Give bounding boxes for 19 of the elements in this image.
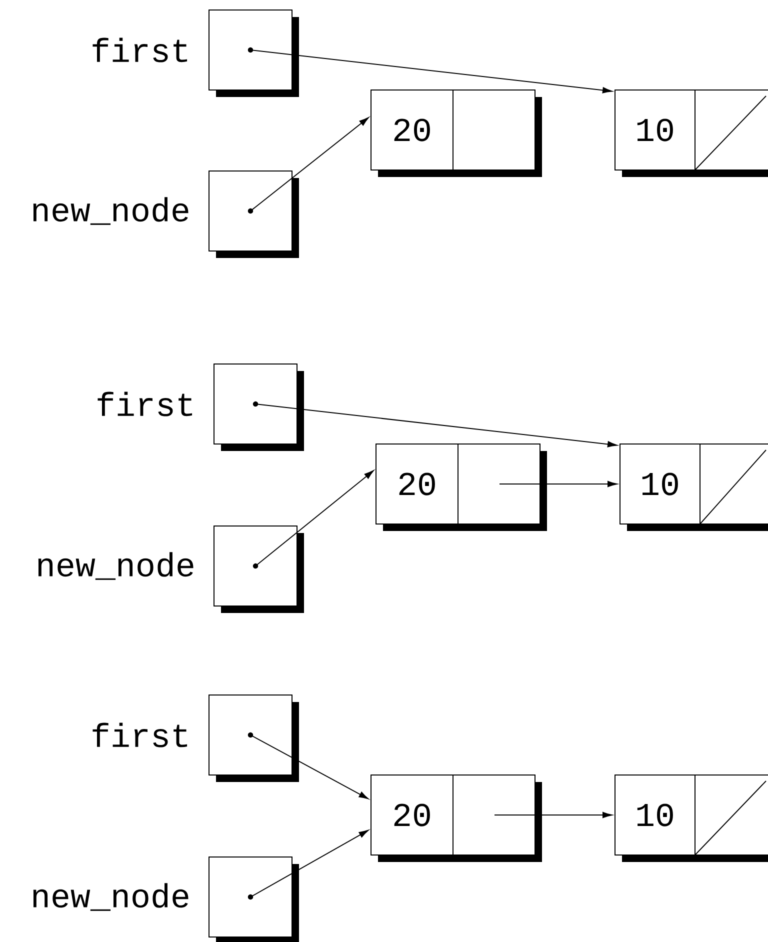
variable-name: first [92,38,188,62]
list-node: 10 [614,774,768,862]
list-node: 20 [370,774,542,862]
variable-name: new_node [33,197,188,225]
variable-name: new_node [33,883,188,911]
arrow [250,830,369,898]
variable-name: first [92,722,188,748]
arrow [499,480,618,488]
arrow [255,470,374,566]
list-node: 10 [620,444,768,531]
arrow [250,117,369,212]
arrow [494,812,612,818]
variable-name: new_node [38,552,194,580]
arrow [250,50,612,94]
list-node: 10 [614,90,768,177]
list-node: 20 [376,444,547,531]
variable-name: first [98,392,192,416]
list-node: 20 [370,90,542,177]
arrow [255,404,618,448]
